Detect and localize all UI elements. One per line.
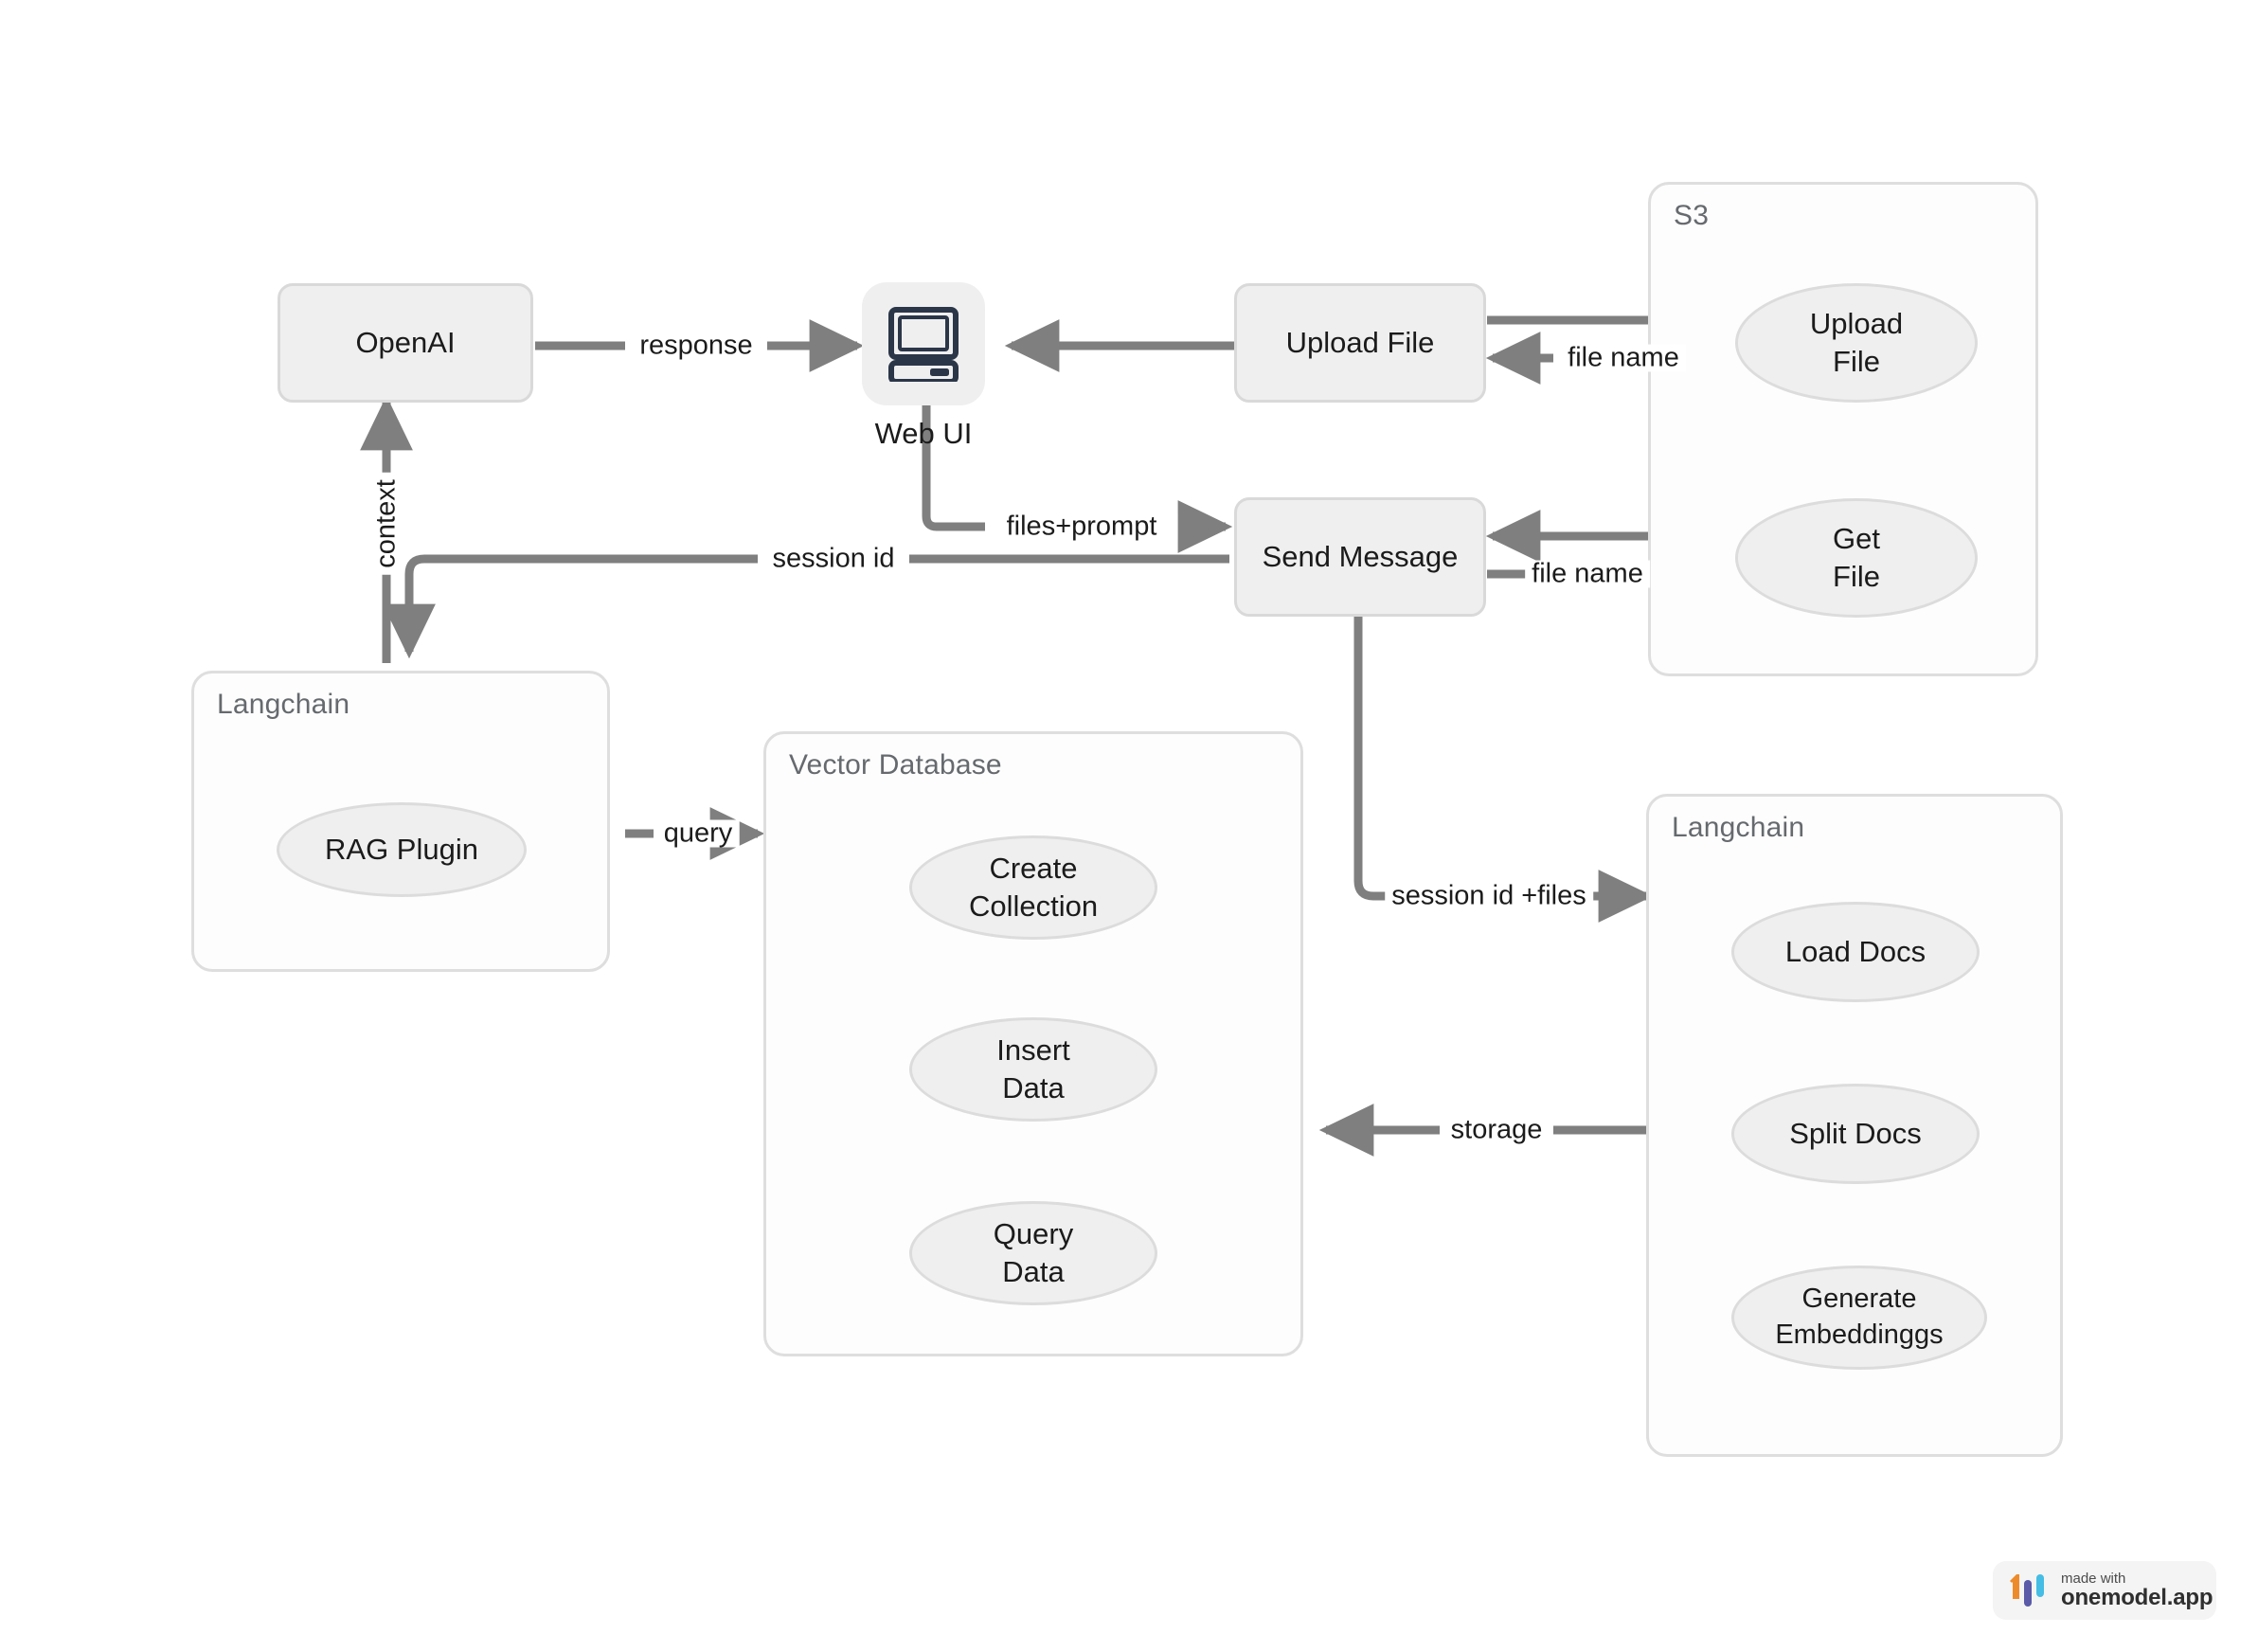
group-langchain-right-title: Langchain <box>1672 812 1805 843</box>
node-openai[interactable]: OpenAI <box>278 283 533 403</box>
node-upload-file-label: Upload File <box>1285 326 1435 360</box>
edge-label-context: context <box>371 473 402 575</box>
watermark-brand: onemodel.app <box>2061 1585 2213 1611</box>
desktop-computer-icon <box>887 306 960 382</box>
edge-label-storage: storage <box>1443 1116 1550 1144</box>
node-create-collection[interactable]: Create Collection <box>909 835 1157 940</box>
edge-label-s3-file-name: file name <box>1561 344 1686 372</box>
edge-label-get-file-name: file name <box>1525 560 1650 588</box>
onemodel-logo-icon <box>2008 1574 2050 1607</box>
node-openai-label: OpenAI <box>355 326 456 360</box>
node-insert-data-label: Insert Data <box>996 1032 1070 1104</box>
group-s3-title: S3 <box>1674 200 1710 231</box>
watermark-text: made with onemodel.app <box>2061 1570 2213 1611</box>
node-load-docs-label: Load Docs <box>1784 934 1926 968</box>
edge-label-files-prompt: files+prompt <box>999 512 1164 541</box>
edge-label-query: query <box>656 819 740 848</box>
edge-session-id-b <box>383 554 758 659</box>
node-upload-file[interactable]: Upload File <box>1234 283 1486 403</box>
node-insert-data[interactable]: Insert Data <box>909 1017 1157 1122</box>
node-web-ui[interactable] <box>862 282 985 405</box>
node-web-ui-label: Web UI <box>874 417 973 450</box>
node-s3-get-file[interactable]: Get File <box>1735 498 1978 618</box>
node-split-docs[interactable]: Split Docs <box>1731 1084 1980 1184</box>
node-query-data[interactable]: Query Data <box>909 1201 1157 1305</box>
node-load-docs[interactable]: Load Docs <box>1731 902 1980 1002</box>
group-langchain-left-title: Langchain <box>217 689 350 720</box>
edge-label-session-id: session id <box>765 545 902 573</box>
edge-label-session-id-files: session id +files <box>1385 882 1593 910</box>
node-send-message-label: Send Message <box>1262 540 1459 574</box>
node-s3-get-file-label: Get File <box>1833 521 1880 593</box>
node-create-collection-label: Create Collection <box>968 851 1099 923</box>
node-generate-embeddings-label: Generate Embeddinggs <box>1775 1284 1944 1350</box>
node-send-message[interactable]: Send Message <box>1234 497 1486 617</box>
edge-session-files-a <box>1353 616 1396 901</box>
node-s3-upload-file[interactable]: Upload File <box>1735 283 1978 403</box>
edge-label-response: response <box>633 332 760 360</box>
node-split-docs-label: Split Docs <box>1789 1116 1922 1150</box>
watermark-made-with: made with <box>2061 1570 2126 1587</box>
node-generate-embeddings[interactable]: Generate Embeddinggs <box>1731 1266 1987 1370</box>
watermark-onemodel[interactable]: made with onemodel.app <box>1993 1561 2216 1620</box>
group-vector-database-title: Vector Database <box>789 749 1002 781</box>
node-rag-plugin-label: RAG Plugin <box>325 832 478 866</box>
node-s3-upload-file-label: Upload File <box>1809 306 1904 378</box>
node-query-data-label: Query Data <box>993 1216 1074 1288</box>
node-rag-plugin[interactable]: RAG Plugin <box>277 802 527 897</box>
